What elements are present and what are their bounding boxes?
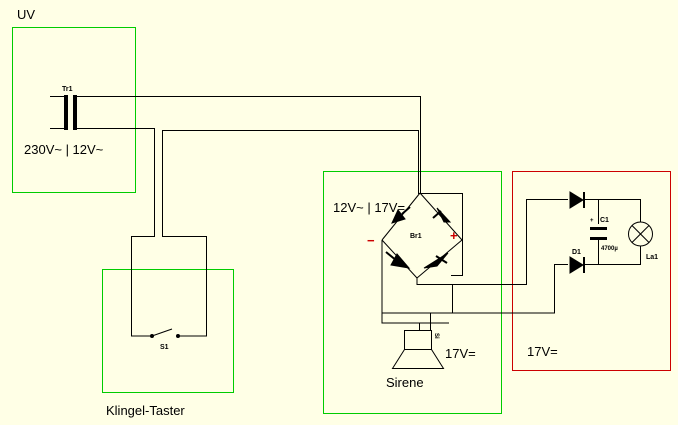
diode-d1 (569, 256, 585, 274)
cap-ref: C1 (600, 217, 609, 224)
siren-caption: Sirene (386, 375, 424, 390)
switch-s1 (150, 328, 180, 338)
transformer-ref: Tr1 (62, 86, 73, 93)
siren-box (323, 171, 502, 414)
diode-ref: D1 (572, 249, 581, 256)
siren-voltage: 17V= (445, 346, 476, 361)
rectifier-ref: Br1 (410, 233, 422, 240)
switch-ref: S1 (160, 344, 169, 351)
uv-label: UV (17, 7, 35, 22)
transformer (50, 95, 77, 130)
lamp-la1 (628, 221, 653, 247)
siren-ref: Si (433, 333, 439, 339)
rectifier-bridge (381, 192, 463, 279)
minus-sign: − (367, 233, 375, 248)
cap-plus: + (590, 218, 594, 224)
diode-top (569, 191, 585, 209)
siren-speaker (391, 330, 445, 369)
red-voltage: 17V= (527, 344, 558, 359)
transformer-voltage: 230V~ | 12V~ (24, 142, 104, 157)
lamp-box (512, 171, 671, 371)
wires (77, 96, 641, 337)
button-box (102, 269, 234, 393)
capacitor-c1 (590, 227, 607, 240)
lamp-ref: La1 (646, 254, 658, 261)
rectifier-voltage: 12V~ | 17V= (333, 200, 405, 215)
plus-sign: + (450, 228, 458, 243)
cap-value: 4700µ (601, 246, 618, 252)
button-caption: Klingel-Taster (106, 403, 185, 418)
uv-box (12, 27, 136, 193)
